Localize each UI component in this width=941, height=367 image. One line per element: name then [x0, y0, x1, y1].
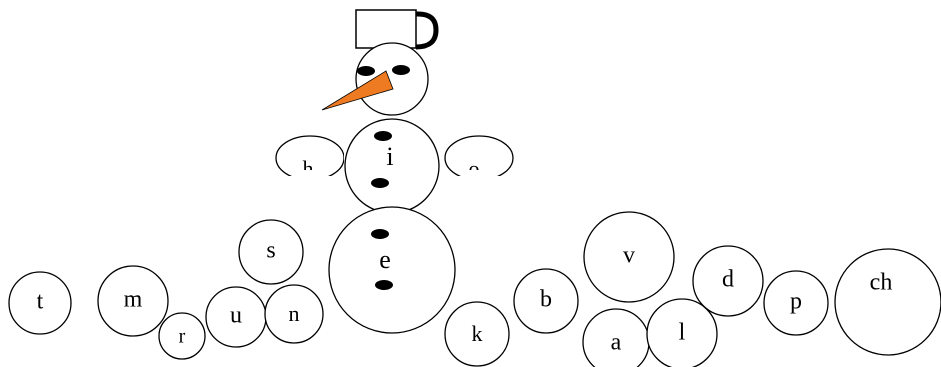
- ball-letter: d: [722, 267, 734, 293]
- hat-icon: [355, 9, 439, 50]
- ball-letter: m: [124, 287, 143, 313]
- button-icon: [371, 229, 389, 239]
- ball-letter: b: [540, 287, 552, 313]
- ball-letter: s: [266, 238, 275, 264]
- body-letter: i: [386, 142, 393, 171]
- ball-letter: u: [230, 303, 242, 329]
- ball-ch: ch: [834, 248, 941, 356]
- carrot-nose-icon: [321, 70, 394, 111]
- ball-v: v: [583, 211, 675, 303]
- snowman-left-arm: h: [275, 135, 344, 181]
- snowman-right-arm: o: [444, 135, 514, 181]
- left-eye-icon: [357, 66, 375, 76]
- ball-a: a: [582, 308, 650, 367]
- ball-letter: n: [289, 301, 300, 326]
- ball-letter: p: [790, 289, 802, 315]
- ball-k: k: [444, 301, 510, 367]
- snowman-head: [321, 42, 429, 116]
- button-icon: [374, 131, 392, 141]
- ball-r: r: [158, 312, 206, 360]
- ball-letter: a: [611, 330, 622, 356]
- base-letter: e: [379, 245, 391, 274]
- ball-u: u: [205, 286, 267, 348]
- ball-p: p: [763, 270, 829, 336]
- ball-d: d: [692, 245, 764, 317]
- ball-l: l: [646, 298, 718, 367]
- ball-letter: k: [472, 321, 483, 346]
- ball-letter: l: [679, 320, 686, 346]
- right-arm-letter: o: [469, 156, 480, 181]
- snowman-base: e: [328, 206, 456, 334]
- ball-b: b: [513, 268, 579, 334]
- ball-letter: ch: [870, 270, 893, 296]
- ball-n: n: [264, 284, 324, 344]
- left-arm-letter: h: [303, 156, 314, 181]
- button-icon: [371, 178, 389, 188]
- ball-m: m: [97, 265, 169, 337]
- button-icon: [375, 280, 393, 290]
- ball-s: s: [238, 219, 304, 285]
- ball-letter: v: [623, 243, 635, 269]
- ball-t: t: [8, 271, 72, 335]
- ball-letter: t: [37, 289, 44, 315]
- ball-letter: r: [179, 326, 186, 348]
- right-eye-icon: [392, 65, 410, 75]
- snowman-body: i: [344, 118, 440, 214]
